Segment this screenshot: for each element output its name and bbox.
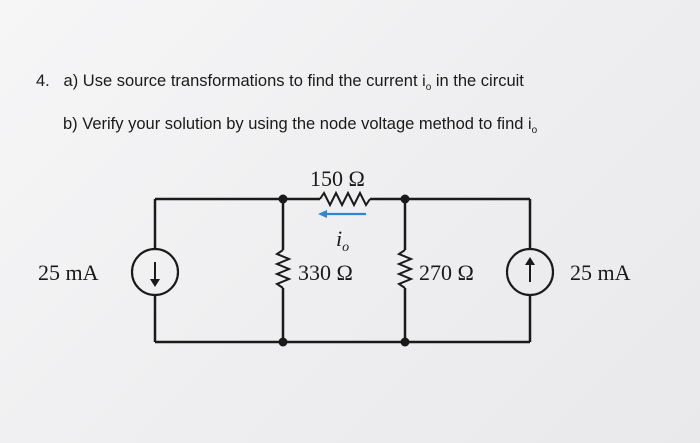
source-left-circle [130, 247, 180, 297]
label-r-270: 270 Ω [419, 260, 474, 285]
arrow-down-head-icon [150, 279, 160, 287]
resistor-330 [274, 249, 292, 289]
wires [153, 197, 532, 344]
node-top-left [278, 194, 288, 204]
current-source-right [505, 247, 555, 297]
part-a-end-text: in the circuit [435, 72, 524, 90]
part-a-variable: io [422, 73, 432, 94]
node-bottom-left [278, 337, 288, 347]
label-source-left: 25 mA [38, 260, 99, 285]
arrow-up-head-icon [525, 257, 535, 265]
question-part-a: 4. a) Use source transformations to find… [36, 72, 524, 93]
node-top-right [400, 194, 410, 204]
label-current-io: io [336, 226, 349, 255]
current-io-arrow-icon [318, 210, 366, 218]
resistor-270 [396, 249, 414, 289]
question-part-b: b) Verify your solution by using the nod… [63, 115, 537, 136]
label-r-330: 330 Ω [298, 260, 353, 285]
resistor-150 [319, 190, 371, 208]
node-bottom-right [400, 337, 410, 347]
nodes [278, 194, 410, 347]
part-b-variable: io [528, 116, 538, 137]
part-b-text: b) Verify your solution by using the nod… [63, 115, 524, 133]
source-right-circle [505, 247, 555, 297]
label-r-top: 150 Ω [310, 166, 365, 191]
label-source-right: 25 mA [570, 260, 631, 285]
question-number: 4. [36, 72, 50, 90]
part-a-text: a) Use source transformations to find th… [63, 72, 418, 90]
current-source-left [130, 247, 180, 297]
